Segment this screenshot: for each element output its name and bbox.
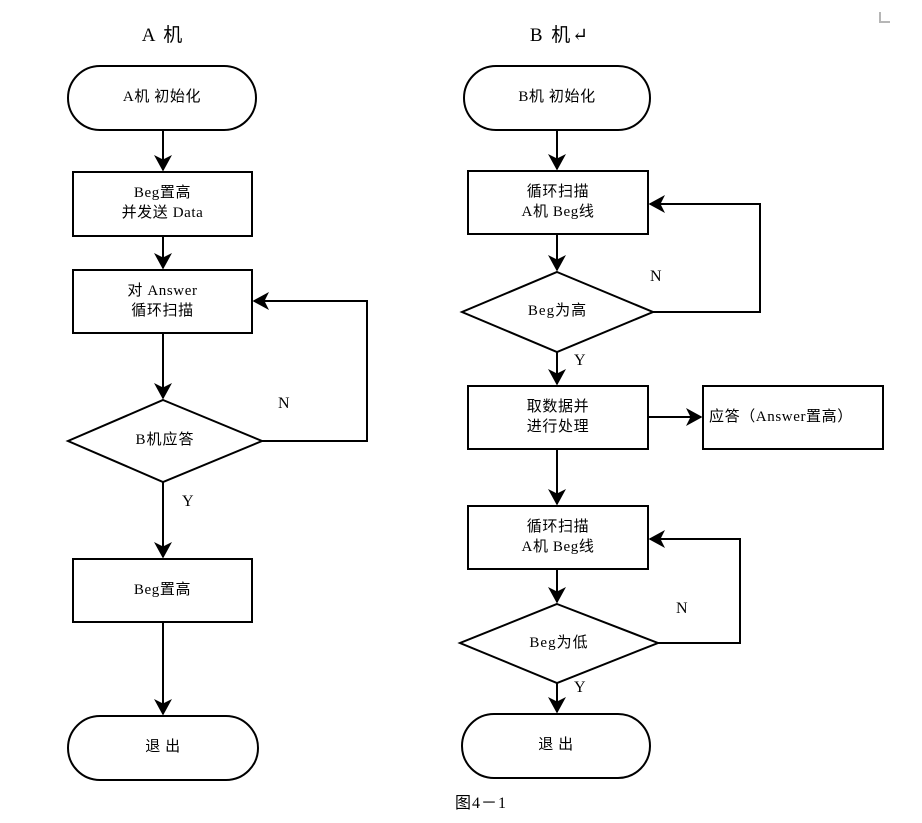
node-a-decision-line-1: B机应答 bbox=[135, 432, 195, 449]
node-a-beg-high-label: Beg置高 bbox=[73, 559, 252, 622]
node-b-scan-beg-1-label: 循环扫描 A机 Beg线 bbox=[468, 171, 648, 234]
node-a-scan-answer-line-1: 对 Answer bbox=[127, 282, 198, 299]
column-title-b: B 机↵ bbox=[529, 25, 591, 46]
node-a-scan-answer-label: 对 Answer 循环扫描 bbox=[73, 270, 252, 333]
branch-label-a-decision-yes: Y bbox=[182, 493, 194, 510]
node-a-set-beg-label: Beg置高 并发送 Data bbox=[73, 172, 252, 236]
node-b-scan-beg-2-label: 循环扫描 A机 Beg线 bbox=[468, 506, 648, 569]
node-b-process-data-line-2: 进行处理 bbox=[526, 418, 590, 435]
figure-caption: 图4－1 bbox=[455, 795, 508, 812]
node-b-decision-high-label: Beg为高 bbox=[462, 272, 653, 352]
node-b-exit-line-1: 退 出 bbox=[538, 737, 574, 754]
node-a-start-label: A机 初始化 bbox=[68, 66, 256, 130]
node-a-scan-answer-line-2: 循环扫描 bbox=[131, 302, 194, 319]
connector-b-low-no-loop bbox=[648, 530, 741, 644]
connector-a-decision-no-loop bbox=[252, 292, 368, 442]
node-b-exit-label: 退 出 bbox=[462, 714, 650, 778]
branch-label-b-low-no: N bbox=[676, 600, 688, 617]
crop-corner-mark-icon bbox=[879, 12, 890, 23]
node-a-exit-label: 退 出 bbox=[68, 716, 258, 780]
node-a-beg-high-line-1: Beg置高 bbox=[133, 581, 192, 598]
connector-b-high-no-loop bbox=[648, 195, 761, 313]
node-b-start-line-1: B机 初始化 bbox=[518, 89, 596, 106]
branch-label-b-high-no: N bbox=[650, 268, 662, 285]
node-b-decision-low-line-1: Beg为低 bbox=[529, 634, 589, 651]
node-a-set-beg-line-2: 并发送 Data bbox=[121, 205, 204, 221]
node-b-process-data-label: 取数据并 进行处理 bbox=[468, 386, 648, 449]
branch-label-a-decision-no: N bbox=[278, 395, 290, 412]
node-b-decision-high-line-1: Beg为高 bbox=[527, 303, 588, 320]
node-b-scan-beg-1-line-1: 循环扫描 bbox=[526, 183, 590, 200]
node-b-start-label: B机 初始化 bbox=[464, 66, 650, 130]
column-title-a: A 机 bbox=[141, 25, 185, 46]
node-a-decision-label: B机应答 bbox=[68, 400, 262, 482]
node-b-answer-label: 应答（Answer置高） bbox=[703, 386, 883, 449]
node-b-scan-beg-2-line-2: A机 Beg线 bbox=[521, 538, 595, 555]
node-a-set-beg-line-1: Beg置高 bbox=[133, 185, 192, 202]
node-b-scan-beg-2-line-1: 循环扫描 bbox=[526, 518, 590, 535]
node-a-exit-line-1: 退 出 bbox=[145, 739, 181, 756]
branch-label-b-low-yes: Y bbox=[574, 679, 586, 696]
node-b-scan-beg-1-line-2: A机 Beg线 bbox=[521, 203, 595, 220]
branch-label-b-high-yes: Y bbox=[574, 352, 586, 369]
node-b-answer-line-1: 应答（Answer置高） bbox=[709, 408, 853, 425]
node-b-decision-low-label: Beg为低 bbox=[460, 604, 658, 683]
node-a-start-line-1: A机 初始化 bbox=[122, 89, 202, 106]
node-b-process-data-line-1: 取数据并 bbox=[526, 398, 590, 415]
